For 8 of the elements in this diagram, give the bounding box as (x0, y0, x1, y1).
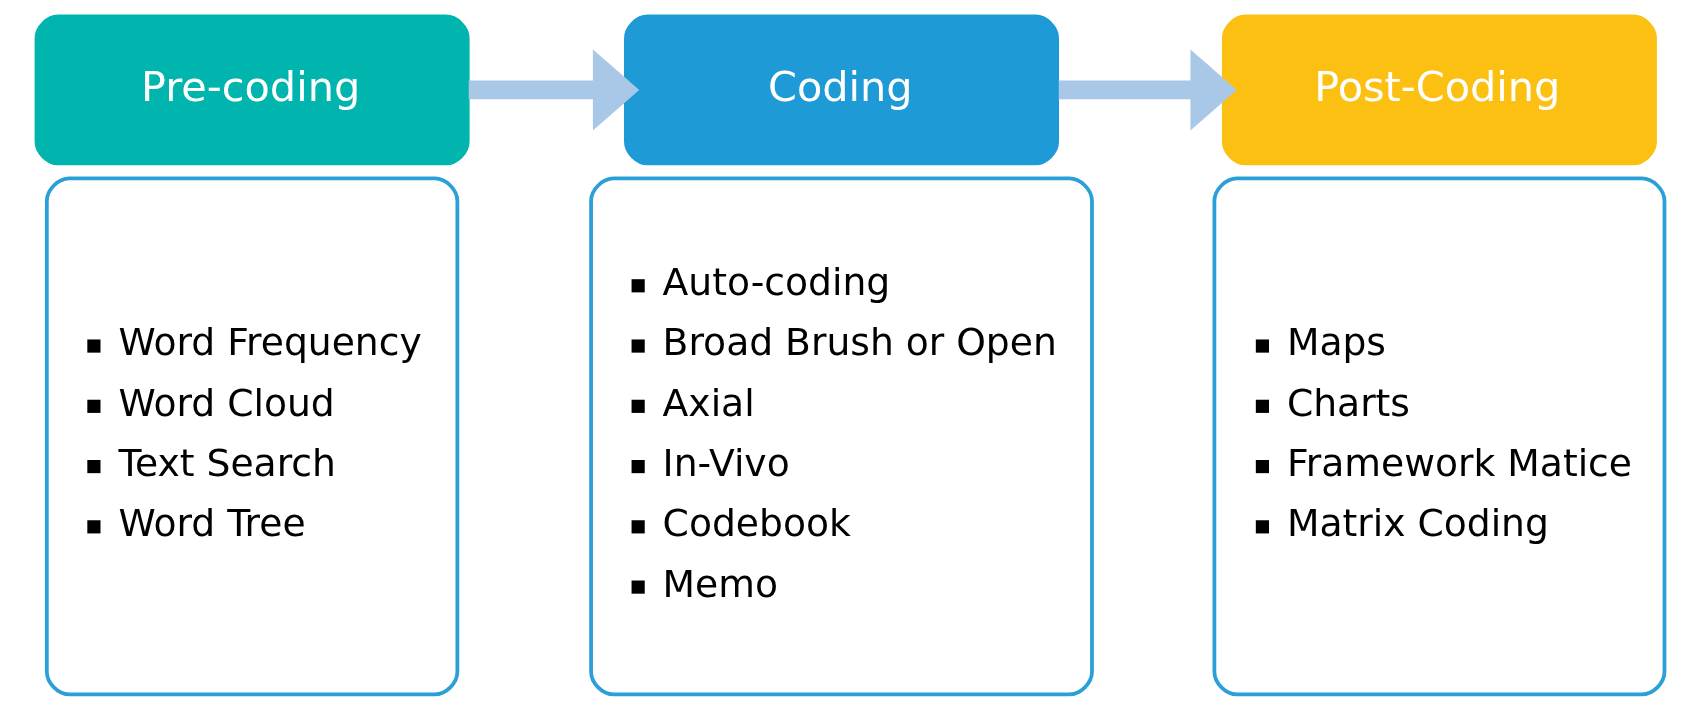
arrow (468, 49, 639, 131)
node-box: Word Frequency Word Cloud Text Search Word Tree (44, 176, 459, 697)
node-box: Maps Charts Framework Matice Matrix Coding (1212, 176, 1666, 697)
node-box: Coding (623, 14, 1059, 166)
arrow (1058, 49, 1237, 131)
node-box: Auto-coding Broad Brush or Open Axial In-Vivo Codebook Memo (588, 176, 1094, 697)
node-box: Post-Coding (1221, 14, 1657, 166)
node-box: Pre-coding (34, 14, 470, 166)
